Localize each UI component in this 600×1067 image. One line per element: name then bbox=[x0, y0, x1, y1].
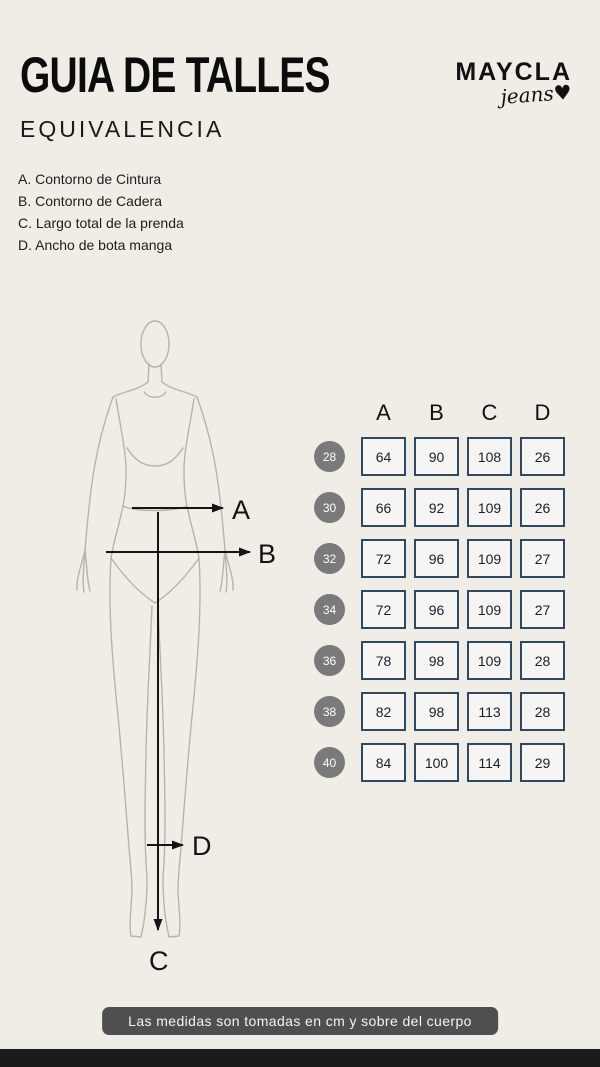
legend-item-b: B. Contorno de Cadera bbox=[18, 193, 162, 209]
measurement-cell: 109 bbox=[467, 590, 512, 629]
measurement-cell: 96 bbox=[414, 539, 459, 578]
measurement-cell: 96 bbox=[414, 590, 459, 629]
measurement-cell: 98 bbox=[414, 692, 459, 731]
column-header-c: C bbox=[481, 400, 498, 425]
measurement-cell: 28 bbox=[520, 641, 565, 680]
legend-item-d: D. Ancho de bota manga bbox=[18, 237, 173, 253]
column-header-b: B bbox=[429, 400, 444, 425]
measurement-cell: 26 bbox=[520, 488, 565, 527]
measure-label-b: B bbox=[258, 539, 276, 569]
measurement-cell: 78 bbox=[361, 641, 406, 680]
size-badge: 40 bbox=[314, 747, 345, 778]
measurement-legend: A. Contorno de Cintura B. Contorno de Ca… bbox=[18, 168, 184, 256]
measurement-cell: 64 bbox=[361, 437, 406, 476]
measurement-cell: 72 bbox=[361, 539, 406, 578]
size-table-header: A B C D bbox=[314, 400, 573, 426]
measurement-cell: 27 bbox=[520, 590, 565, 629]
bottom-strip bbox=[0, 1049, 600, 1067]
measurement-cell: 113 bbox=[467, 692, 512, 731]
measurement-cell: 109 bbox=[467, 488, 512, 527]
column-header-a: A bbox=[376, 400, 391, 425]
page-subtitle: EQUIVALENCIA bbox=[20, 116, 225, 142]
measurement-cell: 66 bbox=[361, 488, 406, 527]
brand-logo: MAYCLA jeans♥ bbox=[455, 58, 572, 109]
measurement-cell: 28 bbox=[520, 692, 565, 731]
measurement-cell: 98 bbox=[414, 641, 459, 680]
size-badge: 36 bbox=[314, 645, 345, 676]
measurement-cell: 26 bbox=[520, 437, 565, 476]
measurement-cell: 100 bbox=[414, 743, 459, 782]
measure-label-a: A bbox=[232, 495, 250, 525]
legend-item-c: C. Largo total de la prenda bbox=[18, 215, 184, 231]
croquis-outline bbox=[76, 320, 234, 938]
measurement-cell: 27 bbox=[520, 539, 565, 578]
size-badge: 32 bbox=[314, 543, 345, 574]
size-badge: 34 bbox=[314, 594, 345, 625]
measure-label-c: C bbox=[149, 946, 169, 976]
measurement-cell: 72 bbox=[361, 590, 406, 629]
page-title: GUIA DE TALLES bbox=[20, 47, 331, 103]
measurement-cell: 92 bbox=[414, 488, 459, 527]
measurement-cell: 108 bbox=[467, 437, 512, 476]
measurement-cell: 84 bbox=[361, 743, 406, 782]
legend-item-a: A. Contorno de Cintura bbox=[18, 171, 162, 187]
column-header-d: D bbox=[534, 400, 551, 425]
size-badge: 28 bbox=[314, 441, 345, 472]
measurement-cell: 82 bbox=[361, 692, 406, 731]
figure-sketch: A B C D bbox=[76, 320, 276, 976]
size-badge: 30 bbox=[314, 492, 345, 523]
measurement-cell: 114 bbox=[467, 743, 512, 782]
size-badge: 38 bbox=[314, 696, 345, 727]
measurement-cell: 90 bbox=[414, 437, 459, 476]
measurement-cell: 29 bbox=[520, 743, 565, 782]
measurement-cell: 109 bbox=[467, 539, 512, 578]
brand-name: MAYCLA bbox=[455, 58, 572, 86]
measurement-cell: 109 bbox=[467, 641, 512, 680]
measure-label-d: D bbox=[192, 831, 212, 861]
footer-note: Las medidas son tomadas en cm y sobre de… bbox=[102, 1007, 498, 1035]
